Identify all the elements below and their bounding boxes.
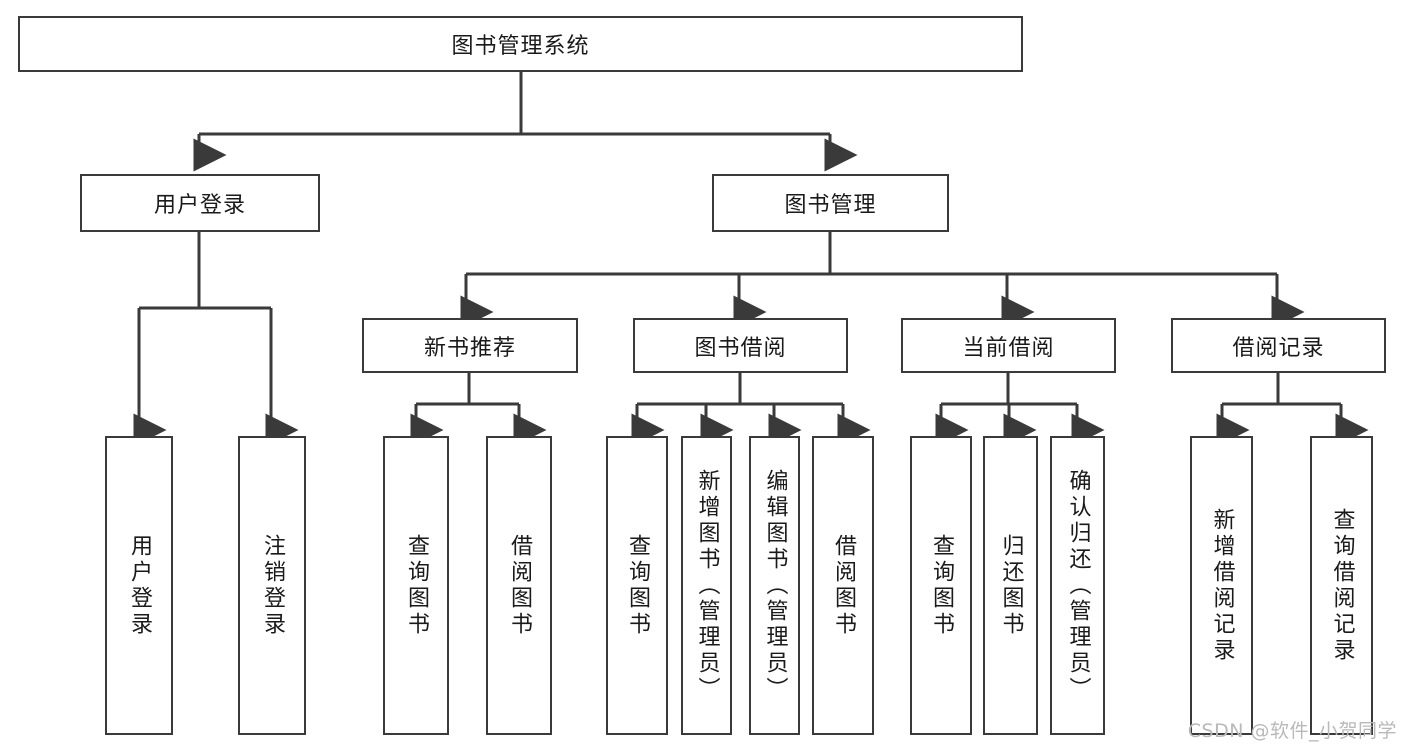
node-current-borrow[interactable]: 当前借阅 <box>901 318 1116 373</box>
leaf-query-book-current[interactable]: 查询图书 <box>910 436 972 735</box>
node-borrow-record-label: 借阅记录 <box>1232 335 1325 361</box>
leaf-query-book-recommend-label: 查询图书 <box>404 533 429 638</box>
node-user-login[interactable]: 用户登录 <box>80 174 320 232</box>
node-new-book-recommend-label: 新书推荐 <box>423 335 516 361</box>
node-new-book-recommend[interactable]: 新书推荐 <box>362 318 578 373</box>
leaf-confirm-return-admin-label: 确认归还（管理员） <box>1065 468 1091 703</box>
node-book-borrow[interactable]: 图书借阅 <box>633 318 848 373</box>
leaf-user-login[interactable]: 用户登录 <box>105 436 173 735</box>
leaf-edit-book-admin[interactable]: 编辑图书（管理员） <box>749 436 800 735</box>
leaf-return-book[interactable]: 归还图书 <box>983 436 1038 735</box>
leaf-borrow-book-recommend-label: 借阅图书 <box>507 533 532 638</box>
leaf-user-login-label: 用户登录 <box>127 533 152 638</box>
leaf-query-borrow-record-label: 查询借阅记录 <box>1329 507 1355 664</box>
leaf-query-book-recommend[interactable]: 查询图书 <box>383 436 449 735</box>
leaf-add-borrow-record-label: 新增借阅记录 <box>1209 507 1235 664</box>
leaf-return-book-label: 归还图书 <box>998 533 1024 638</box>
leaf-logout[interactable]: 注销登录 <box>238 436 306 735</box>
csdn-watermark: CSDN @软件_小贺同学 <box>1187 720 1397 742</box>
leaf-edit-book-admin-label: 编辑图书（管理员） <box>762 468 788 703</box>
node-user-login-label: 用户登录 <box>153 193 246 218</box>
leaf-borrow-book-label: 借阅图书 <box>831 533 856 638</box>
leaf-borrow-book-recommend[interactable]: 借阅图书 <box>486 436 552 735</box>
node-book-management[interactable]: 图书管理 <box>712 174 949 232</box>
leaf-borrow-book[interactable]: 借阅图书 <box>812 436 874 735</box>
leaf-query-book-borrow[interactable]: 查询图书 <box>606 436 668 735</box>
node-book-management-label: 图书管理 <box>784 193 877 218</box>
node-current-borrow-label: 当前借阅 <box>962 335 1055 361</box>
leaf-add-book-admin-label: 新增图书（管理员） <box>694 468 720 703</box>
leaf-add-borrow-record[interactable]: 新增借阅记录 <box>1190 436 1253 735</box>
leaf-logout-label: 注销登录 <box>260 533 285 638</box>
node-borrow-record[interactable]: 借阅记录 <box>1171 318 1386 373</box>
node-book-borrow-label: 图书借阅 <box>694 335 787 361</box>
node-root[interactable]: 图书管理系统 <box>18 16 1023 72</box>
leaf-query-book-borrow-label: 查询图书 <box>625 533 650 638</box>
leaf-add-book-admin[interactable]: 新增图书（管理员） <box>681 436 732 735</box>
node-root-label: 图书管理系统 <box>451 34 590 59</box>
leaf-query-borrow-record[interactable]: 查询借阅记录 <box>1310 436 1373 735</box>
leaf-confirm-return-admin[interactable]: 确认归还（管理员） <box>1050 436 1105 735</box>
leaf-query-book-current-label: 查询图书 <box>929 533 954 638</box>
